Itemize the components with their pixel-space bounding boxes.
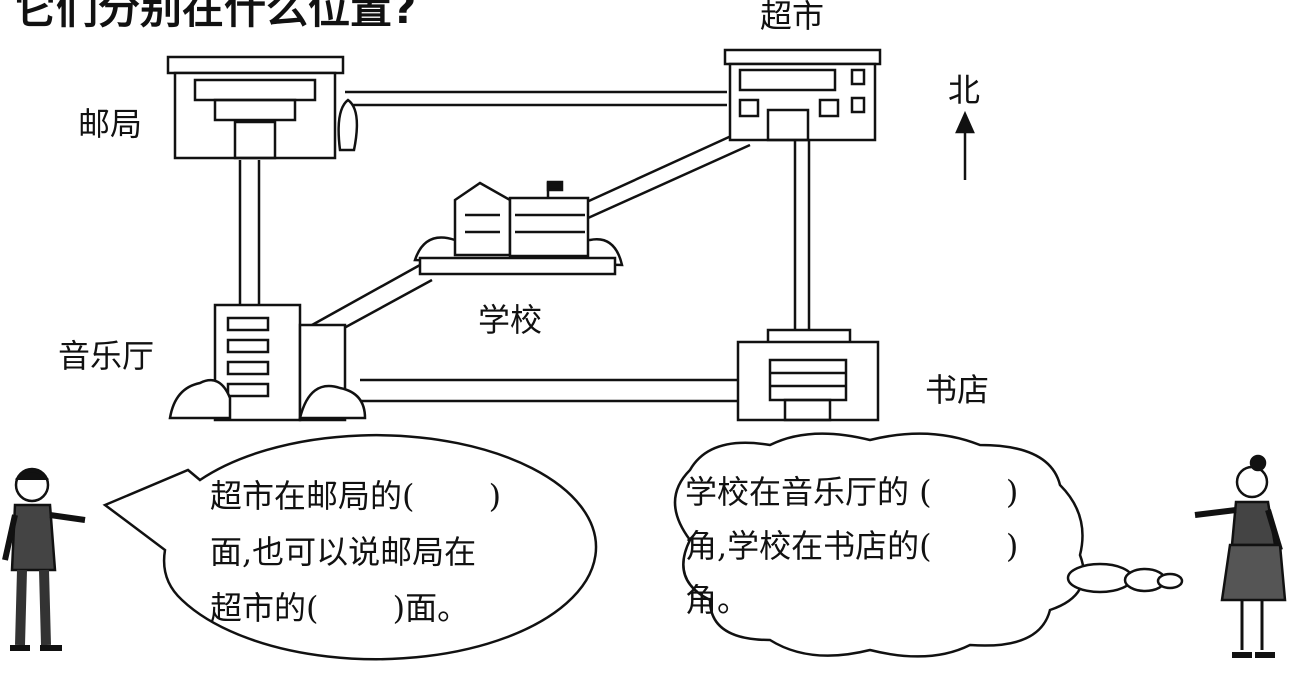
- school-building: [413, 180, 624, 276]
- girl-bubble-line-1: 学校在音乐厅的 ( ): [685, 473, 1019, 511]
- girl-figure: [1194, 454, 1287, 658]
- boy-bubble-line-1: 超市在邮局的( ): [210, 477, 502, 515]
- label-post-office: 邮局: [78, 105, 143, 143]
- girl-thought-cloud: [673, 432, 1184, 658]
- label-school: 学校: [478, 301, 543, 339]
- supermarket-building: [723, 48, 882, 142]
- label-north: 北: [948, 71, 981, 109]
- north-arrow-icon: [955, 110, 975, 180]
- label-concert-hall: 音乐厅: [58, 337, 155, 375]
- boy-speech-bubble: [102, 433, 598, 661]
- page-title: 它们分别在什么位置?: [14, 0, 417, 33]
- post-office-building: [166, 55, 359, 160]
- label-bookstore: 书店: [925, 371, 990, 409]
- label-supermarket: 超市: [760, 0, 825, 35]
- boy-bubble-line-3: 超市的( )面。: [210, 589, 470, 627]
- boy-bubble-line-2: 面,也可以说邮局在: [210, 533, 477, 571]
- concert-hall-building: [168, 303, 367, 422]
- girl-bubble-line-2: 角,学校在书店的( ): [685, 527, 1019, 565]
- boy-figure: [2, 467, 86, 651]
- girl-bubble-line-3: 角。: [685, 581, 750, 619]
- bookstore-building: [736, 328, 880, 422]
